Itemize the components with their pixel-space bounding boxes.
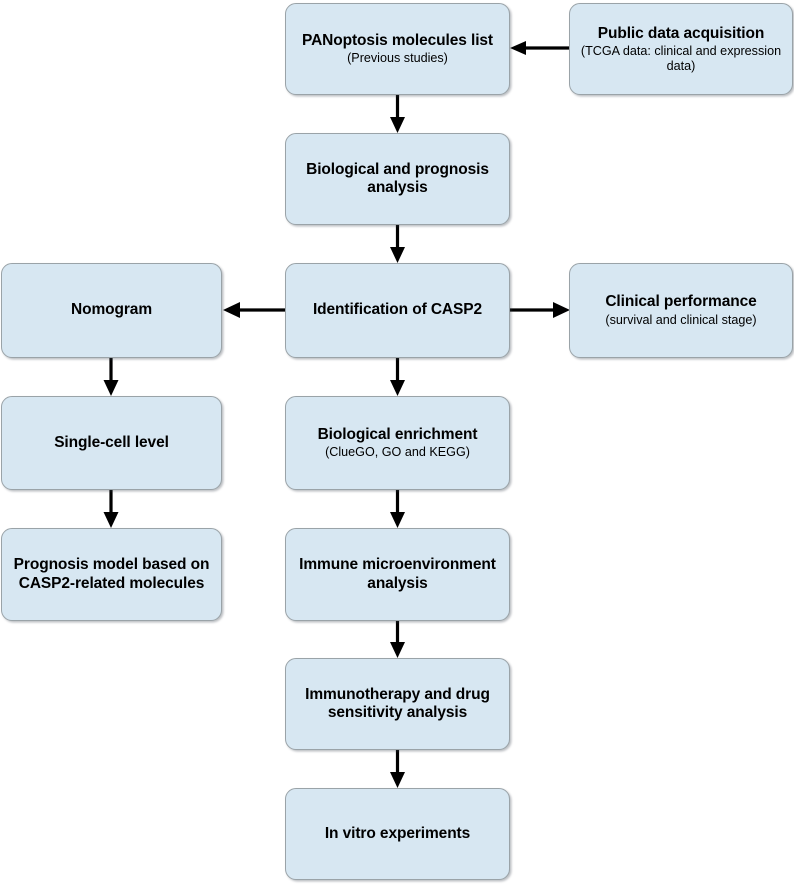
node-single-cell-level[interactable]: Single-cell level: [1, 396, 222, 490]
node-title: Biological enrichment: [317, 425, 478, 443]
node-title: Biological and prognosis analysis: [306, 160, 489, 196]
node-public-data-acquisition[interactable]: Public data acquisition (TCGA data: clin…: [569, 3, 793, 95]
node-subtitle: (ClueGO, GO and KEGG): [325, 445, 470, 460]
arrow-down-immunotherapy-to-in-vitro: [390, 750, 405, 788]
node-title: Identification of CASP2: [312, 301, 483, 319]
node-subtitle: (TCGA data: clinical and expression data…: [580, 43, 782, 73]
node-subtitle: (Previous studies): [347, 51, 448, 66]
arrow-right-identification-to-clinical: [510, 302, 570, 318]
node-title: Nomogram: [70, 301, 152, 319]
node-title: Immunotherapy and drug sensitivity analy…: [305, 685, 490, 721]
node-title: Immune microenvironment analysis: [299, 556, 496, 592]
arrow-down-identification-to-enrichment: [390, 358, 405, 396]
node-title: Clinical performance: [605, 293, 757, 311]
node-immune-microenvironment-analysis[interactable]: Immune microenvironment analysis: [285, 528, 510, 621]
node-title: Public data acquisition: [597, 24, 765, 42]
node-in-vitro-experiments[interactable]: In vitro experiments: [285, 788, 510, 880]
arrow-down-panoptosis-to-biological: [390, 95, 405, 133]
node-prognosis-model[interactable]: Prognosis model based on CASP2-related m…: [1, 528, 222, 621]
node-subtitle: (survival and clinical stage): [605, 312, 757, 327]
node-title: In vitro experiments: [324, 824, 471, 842]
node-title: Prognosis model based on CASP2-related m…: [13, 556, 210, 592]
arrow-left-public-to-panoptosis: [510, 41, 569, 55]
node-title: PANoptosis molecules list: [301, 31, 493, 49]
node-biological-and-prognosis-analysis[interactable]: Biological and prognosis analysis: [285, 133, 510, 225]
arrow-down-immune-to-immunotherapy: [390, 621, 405, 658]
node-clinical-performance[interactable]: Clinical performance (survival and clini…: [569, 263, 793, 358]
arrow-down-nomogram-to-single-cell: [103, 358, 119, 396]
node-nomogram[interactable]: Nomogram: [1, 263, 222, 358]
arrow-left-identification-to-nomogram: [223, 302, 285, 318]
node-title: Single-cell level: [54, 433, 169, 451]
arrow-down-biological-to-identification: [390, 225, 405, 263]
node-biological-enrichment[interactable]: Biological enrichment (ClueGO, GO and KE…: [285, 396, 510, 490]
node-panoptosis-molecules-list[interactable]: PANoptosis molecules list (Previous stud…: [285, 3, 510, 95]
arrow-down-enrichment-to-immune: [390, 490, 405, 528]
node-immunotherapy-drug-sensitivity[interactable]: Immunotherapy and drug sensitivity analy…: [285, 658, 510, 750]
arrow-down-single-cell-to-prognosis-model: [103, 490, 119, 528]
node-identification-of-casp2[interactable]: Identification of CASP2: [285, 263, 510, 358]
